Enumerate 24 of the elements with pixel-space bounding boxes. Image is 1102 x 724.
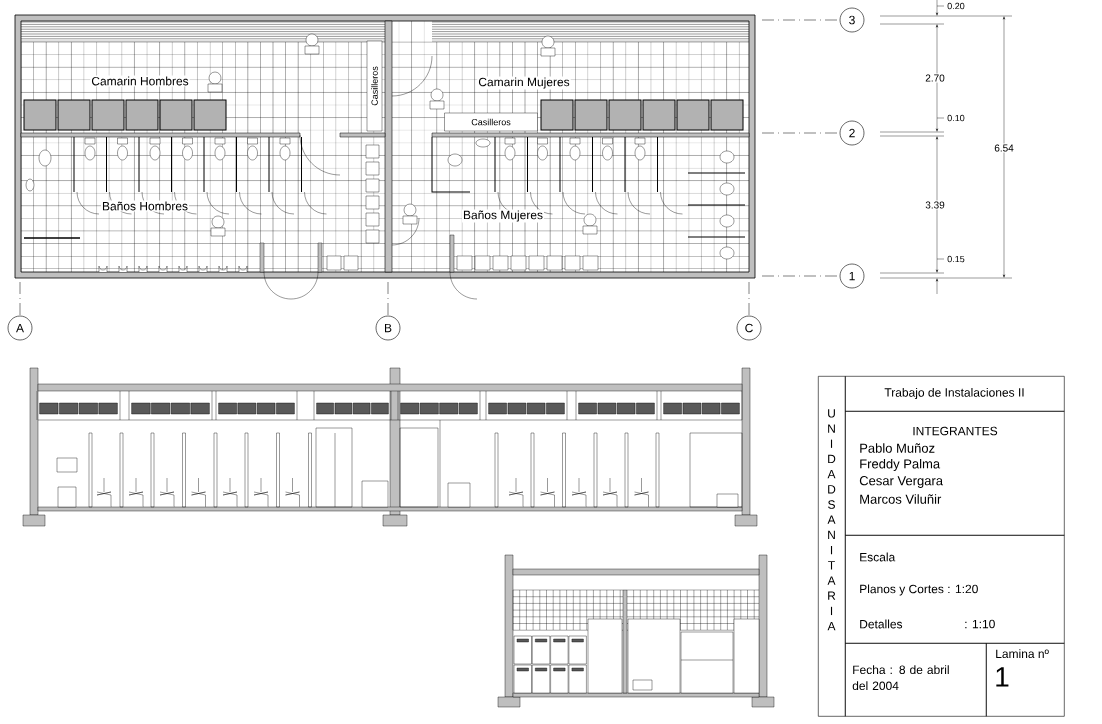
title-block-cell: Lamina nº 1 (986, 643, 1065, 717)
room-label: Baños Hombres (101, 200, 190, 212)
locker-cabinet: Casilleros (366, 40, 383, 132)
dimension-label: 2.70 (924, 73, 946, 83)
dimension-label: 0.20 (947, 2, 965, 10)
dimension-label: 0.10 (947, 114, 965, 122)
grid-bubble: 2 (839, 120, 865, 146)
room-label: Baños Mujeres (462, 209, 545, 223)
grid-bubble: A (7, 315, 33, 341)
dimension-label: 0.15 (947, 255, 965, 263)
room-label: Camarin Hombres (90, 75, 190, 87)
grid-bubble: B (375, 315, 401, 341)
room-label: Camarin Mujeres (477, 76, 571, 90)
dimension-label: 6.54 (993, 143, 1015, 153)
title-block-cell: UNIDAD SANITARIA (818, 376, 846, 717)
title-block-cell: Escala Planos y Cortes : 1:20 Detalles : 1:10 (845, 535, 1065, 644)
grid-bubble: C (736, 315, 762, 341)
grid-bubble: 3 (839, 7, 865, 33)
dimension-label: 3.39 (924, 200, 946, 210)
locker-cabinet: Casilleros (444, 112, 538, 132)
title-block-cell: Trabajo de Instalaciones II (845, 376, 1065, 412)
title-block-cell: INTEGRANTES Pablo Muñoz Freddy Palma Cesar Vergara Marcos Viluñir (845, 411, 1065, 536)
title-block-cell: Fecha : 8 de abril del 2004 (845, 643, 987, 717)
grid-bubble: 1 (839, 263, 865, 289)
